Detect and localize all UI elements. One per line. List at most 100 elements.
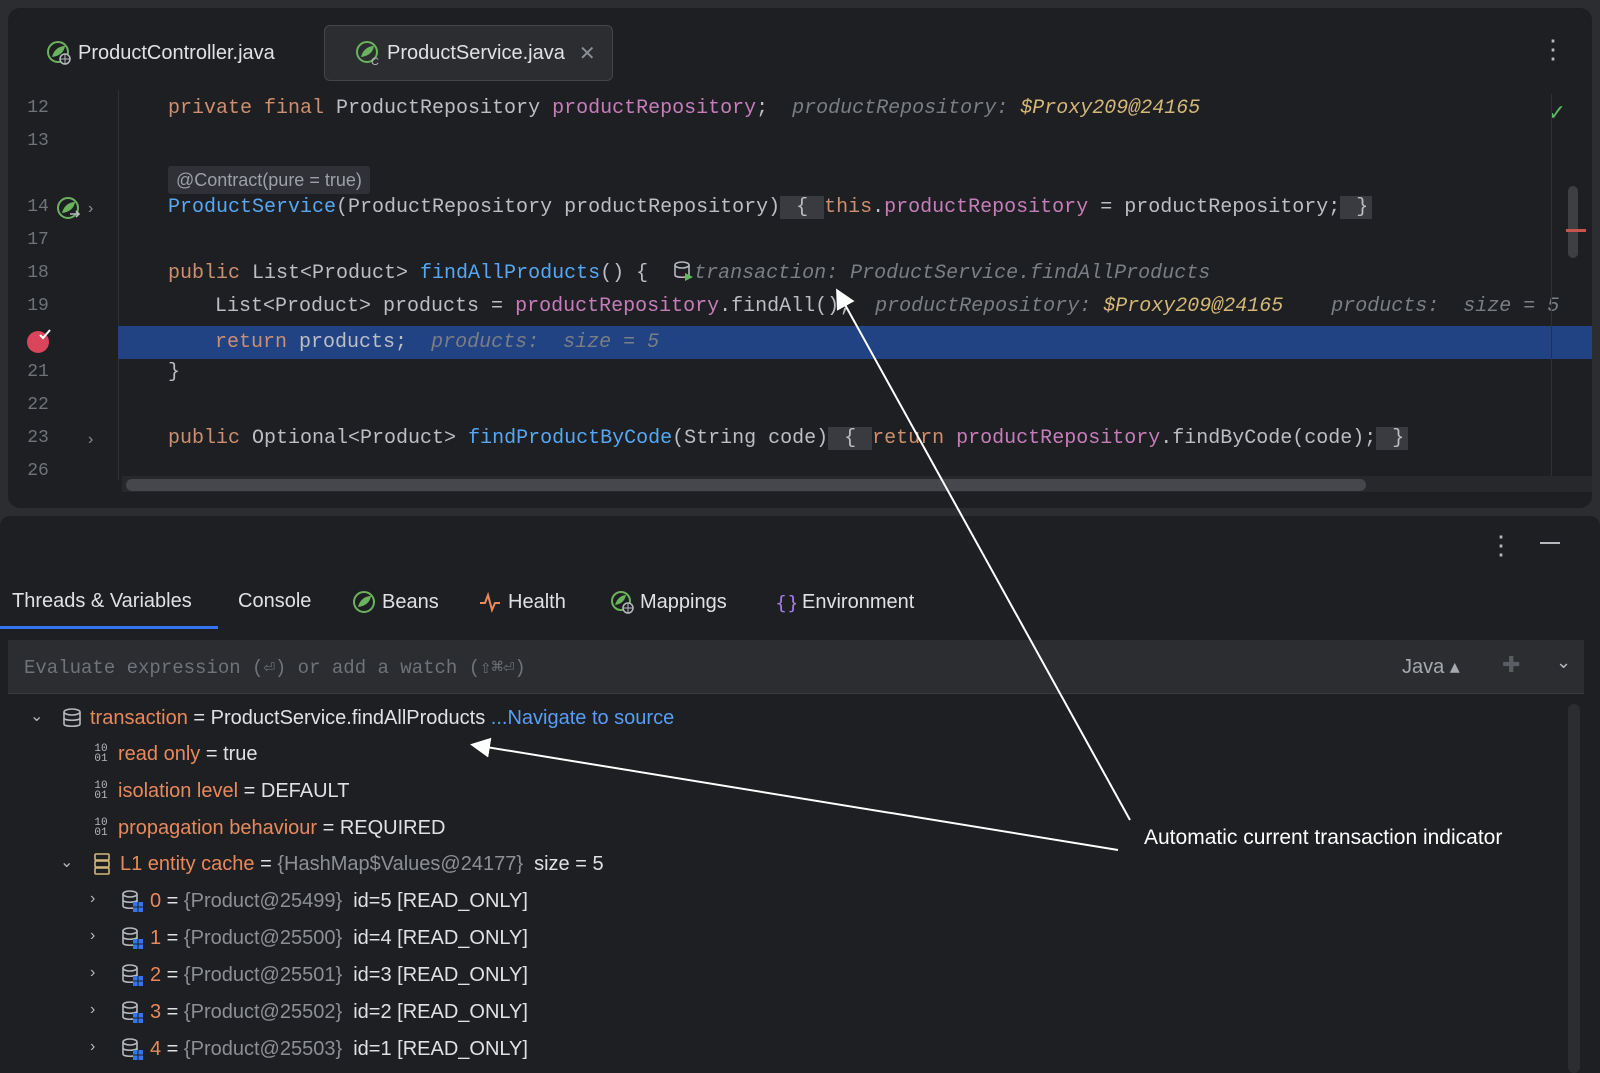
no-problems-check-icon[interactable]: ✓ (1547, 100, 1566, 125)
line-number: 17 (27, 230, 49, 250)
vertical-scrollbar[interactable] (1568, 186, 1578, 258)
minimize-icon[interactable] (1540, 542, 1560, 544)
chevron-down-icon[interactable]: ⌄ (30, 708, 44, 725)
transaction-icon[interactable] (672, 260, 694, 282)
tab-threads-variables[interactable]: Threads & Variables (12, 590, 192, 612)
chevron-right-icon[interactable]: › (90, 1038, 96, 1055)
evaluate-expression-input[interactable] (24, 654, 1324, 682)
cache-icon (94, 853, 110, 875)
code-line-12: private final ProductRepository productR… (168, 97, 1201, 120)
editor-tab-bar: ProductController.java C ProductService.… (8, 8, 1592, 90)
line-number: 26 (27, 461, 49, 481)
close-icon[interactable]: ✕ (578, 42, 596, 65)
tab-product-controller[interactable]: ProductController.java (16, 25, 291, 81)
more-options-icon[interactable]: ⋮ (1540, 34, 1566, 64)
line-gutter: 12 13 14 › 17 18 19 21 22 23 › 26 (8, 90, 118, 508)
entity-icon (122, 1038, 143, 1060)
navigate-to-source-link[interactable]: ...Navigate to source (485, 706, 675, 729)
tab-product-service[interactable]: C ProductService.java ✕ (324, 25, 613, 81)
variables-scrollbar[interactable] (1568, 704, 1580, 1073)
entity-icon (122, 1001, 143, 1023)
language-selector[interactable]: Java ▴ (1402, 656, 1460, 678)
code-line-19: List<Product> products = productReposito… (215, 295, 1560, 318)
variable-row-entity[interactable]: › 4 = {Product@25503} id=1 [READ_ONLY] (90, 1037, 528, 1060)
inline-value-hint: productRepository: (792, 97, 1021, 120)
fold-chevron-icon[interactable]: › (88, 431, 94, 448)
code-area[interactable]: private final ProductRepository productR… (8, 90, 1592, 480)
line-number: 21 (27, 362, 49, 382)
variable-row-entity[interactable]: › 2 = {Product@25501} id=3 [READ_ONLY] (90, 963, 528, 986)
entity-icon (122, 927, 143, 949)
variable-row-l1-entity-cache[interactable]: ⌄ L1 entity cache = {HashMap$Values@2417… (60, 852, 604, 875)
variable-row-entity[interactable]: › 1 = {Product@25500} id=4 [READ_ONLY] (90, 926, 528, 949)
line-number: 12 (27, 98, 49, 118)
debug-tabs: Threads & Variables Console Beans Health… (0, 576, 1600, 674)
line-number: 14 (27, 197, 49, 217)
tab-health[interactable]: Health (478, 590, 566, 614)
code-line-20: return products; products: size = 5 (215, 331, 660, 354)
chevron-right-icon[interactable]: › (90, 1001, 96, 1018)
more-options-icon[interactable]: ⋮ (1488, 530, 1514, 560)
line-number: 23 (27, 428, 49, 448)
active-tab-indicator (0, 626, 218, 629)
tab-console[interactable]: Console (238, 590, 312, 612)
annotation-label: Automatic current transaction indicator (1144, 826, 1503, 849)
svg-text:{}: {} (775, 592, 796, 614)
transaction-icon (63, 708, 81, 728)
code-editor: ProductController.java C ProductService.… (8, 8, 1592, 508)
entity-icon (122, 890, 143, 912)
spring-controller-icon (47, 41, 71, 65)
chevron-down-icon[interactable]: ⌄ (1556, 652, 1572, 672)
add-watch-icon[interactable]: ✚ (1502, 652, 1521, 677)
debug-header: ⋮ (0, 516, 1600, 576)
tab-environment[interactable]: {} Environment (772, 590, 914, 615)
chevron-down-icon[interactable]: ⌄ (60, 854, 74, 871)
code-line-23: public Optional<Product> findProductByCo… (168, 422, 1409, 455)
breakpoint-icon[interactable] (24, 326, 54, 356)
fold-chevron-icon[interactable]: › (88, 200, 94, 217)
tab-mappings[interactable]: Mappings (610, 590, 727, 614)
chevron-right-icon[interactable]: › (90, 964, 96, 981)
tab-label: ProductService.java (387, 41, 565, 64)
transaction-hint: transaction: ProductService.findAllProdu… (694, 262, 1211, 285)
inline-value-hint: products: size = 5 (1331, 295, 1560, 318)
entity-icon (122, 964, 143, 986)
variable-row-entity[interactable]: › 3 = {Product@25502} id=2 [READ_ONLY] (90, 1000, 528, 1023)
horizontal-scrollbar[interactable] (126, 479, 1366, 491)
line-number: 22 (27, 395, 49, 415)
contract-inlay-hint: @Contract(pure = true) (168, 166, 370, 194)
spring-bean-gutter-icon[interactable] (56, 196, 82, 222)
variables-tree: ⌄ transaction = ProductService.findAllPr… (0, 700, 1560, 1073)
curly-braces-icon: {} (775, 592, 796, 614)
error-stripe-marker[interactable] (1566, 229, 1586, 232)
chevron-right-icon[interactable]: › (90, 927, 96, 944)
tab-beans[interactable]: Beans (352, 590, 439, 614)
spring-leaf-icon (353, 591, 375, 613)
chevron-right-icon[interactable]: › (90, 890, 96, 907)
spring-service-icon: C (356, 41, 379, 66)
code-line-21: } (168, 361, 181, 384)
variable-row-transaction[interactable]: ⌄ transaction = ProductService.findAllPr… (30, 706, 675, 729)
variable-row-entity[interactable]: › 0 = {Product@25499} id=5 [READ_ONLY] (90, 889, 528, 912)
scrollbar-track (1551, 94, 1552, 480)
inline-value-hint: products: size = 5 (431, 331, 660, 354)
line-number: 13 (27, 131, 49, 151)
line-number: 19 (27, 296, 49, 316)
tab-label: ProductController.java (78, 41, 275, 64)
debug-tool-window: ⋮ Threads & Variables Console Beans Heal… (0, 516, 1600, 1073)
health-pulse-icon (480, 591, 500, 614)
spring-mappings-icon (611, 591, 634, 614)
inline-value-hint: productRepository: (875, 295, 1104, 318)
evaluate-expression-bar: Java ▴ ✚ ⌄ (8, 640, 1584, 694)
code-line-18: public List<Product> findAllProducts() {… (168, 260, 1211, 285)
code-line-14: ProductService(ProductRepository product… (168, 191, 1373, 224)
gutter-separator (118, 90, 119, 480)
line-number: 18 (27, 263, 49, 283)
svg-text:C: C (371, 56, 379, 66)
